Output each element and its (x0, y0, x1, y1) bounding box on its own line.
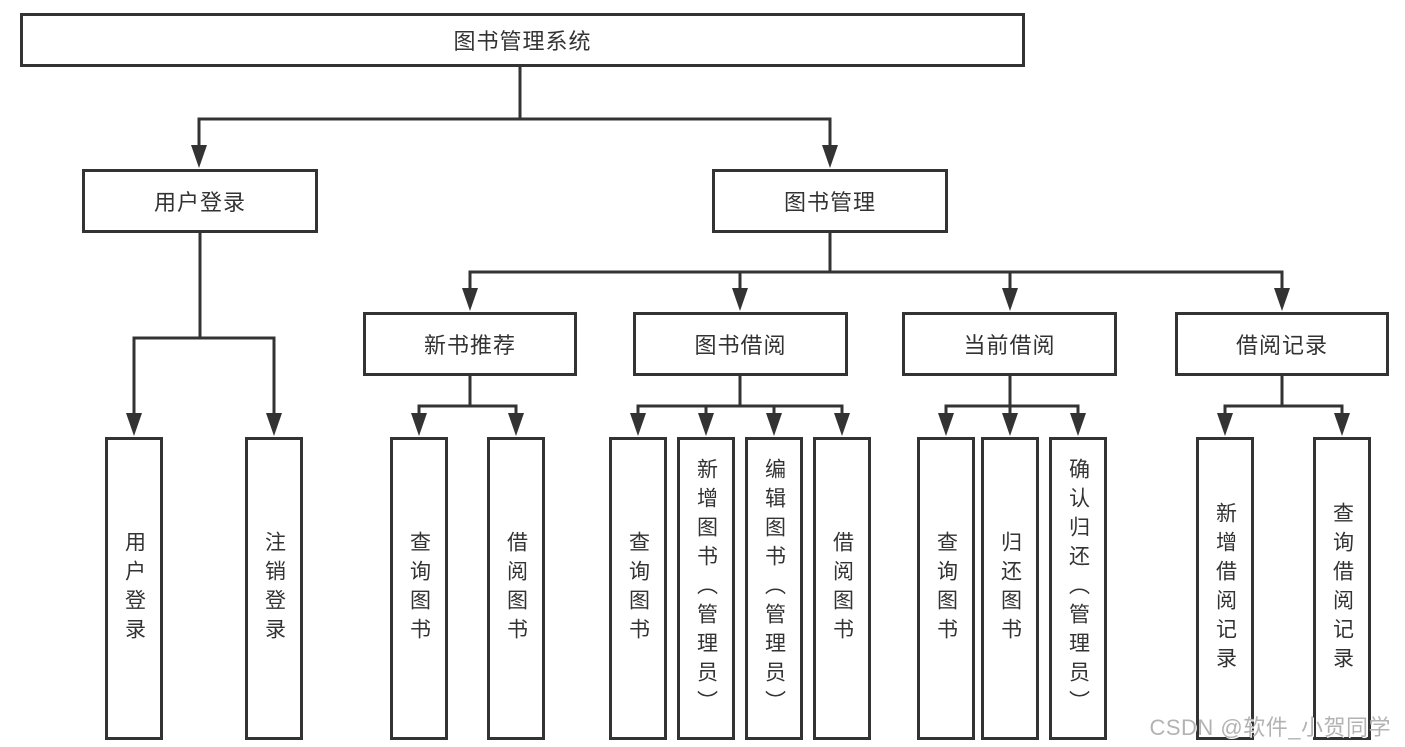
leaf-user-login-label: 用户登录 (122, 530, 146, 647)
leaf-borrow-books-1: 借阅图书 (487, 437, 545, 740)
node-borrow-records: 借阅记录 (1175, 312, 1389, 376)
csdn-watermark: CSDN @软件_小贺同学 (1149, 715, 1391, 740)
node-book-management: 图书管理 (712, 169, 948, 233)
node-book-borrow-label: 图书借阅 (694, 333, 787, 358)
node-current-borrow: 当前借阅 (902, 312, 1117, 376)
leaf-return-books: 归还图书 (981, 437, 1039, 740)
leaf-add-borrow-record-label: 新增借阅记录 (1213, 501, 1237, 676)
node-root: 图书管理系统 (20, 13, 1025, 67)
node-root-label: 图书管理系统 (453, 29, 592, 54)
node-borrow-records-label: 借阅记录 (1235, 333, 1328, 358)
node-book-borrow: 图书借阅 (633, 312, 848, 376)
leaf-query-books-2-label: 查询图书 (626, 530, 650, 647)
leaf-query-books-2: 查询图书 (609, 437, 667, 740)
leaf-logout: 注销登录 (245, 437, 303, 740)
leaf-query-borrow-record: 查询借阅记录 (1313, 437, 1371, 740)
leaf-confirm-return-admin: 确认归还（管理员） (1049, 437, 1107, 740)
leaf-borrow-books-2-label: 借阅图书 (830, 530, 854, 647)
leaf-add-book-admin: 新增图书（管理员） (677, 437, 735, 740)
leaf-edit-book-admin: 编辑图书（管理员） (745, 437, 803, 740)
node-current-borrow-label: 当前借阅 (963, 333, 1056, 358)
leaf-return-books-label: 归还图书 (998, 530, 1022, 647)
leaf-query-borrow-record-label: 查询借阅记录 (1330, 501, 1354, 676)
leaf-query-books-1: 查询图书 (390, 437, 448, 740)
leaf-query-books-3-label: 查询图书 (934, 530, 958, 647)
leaf-borrow-books-1-label: 借阅图书 (504, 530, 528, 647)
leaf-confirm-return-admin-label: 确认归还（管理员） (1066, 458, 1090, 719)
node-user-login: 用户登录 (82, 169, 318, 233)
leaf-query-books-1-label: 查询图书 (407, 530, 431, 647)
node-user-login-label: 用户登录 (153, 190, 246, 215)
leaf-borrow-books-2: 借阅图书 (813, 437, 871, 740)
node-book-management-label: 图书管理 (783, 190, 876, 215)
node-new-book-recommend-label: 新书推荐 (423, 333, 516, 358)
leaf-add-borrow-record: 新增借阅记录 (1196, 437, 1254, 740)
node-new-book-recommend: 新书推荐 (363, 312, 577, 376)
leaf-user-login: 用户登录 (105, 437, 163, 740)
leaf-logout-label: 注销登录 (262, 530, 286, 647)
leaf-add-book-admin-label: 新增图书（管理员） (694, 458, 718, 719)
leaf-edit-book-admin-label: 编辑图书（管理员） (762, 458, 786, 719)
leaf-query-books-3: 查询图书 (917, 437, 975, 740)
